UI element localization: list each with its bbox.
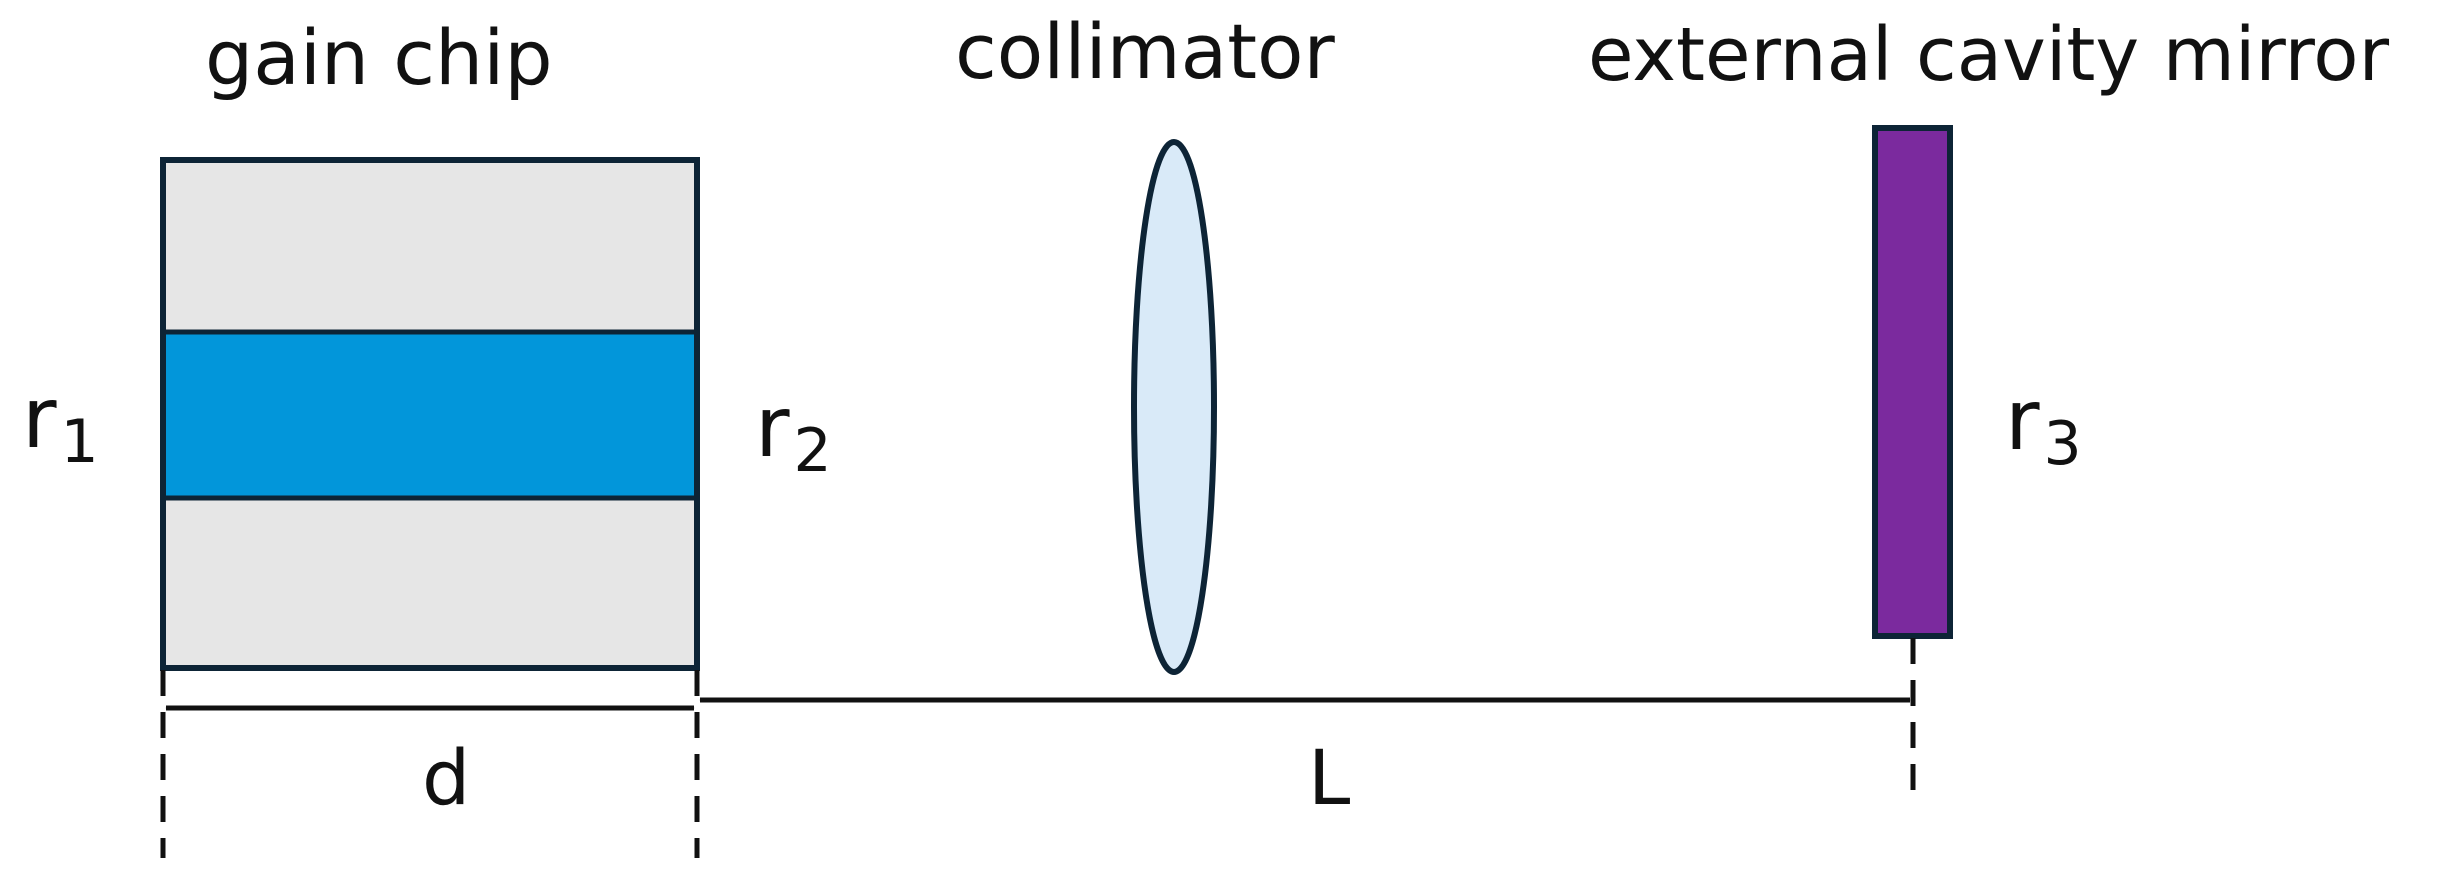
collimator-lens (1131, 139, 1217, 675)
cavity-length-label: L (1308, 733, 1351, 822)
gain-chip-lower-cladding (163, 498, 697, 668)
reflectivity-r1-base: r (22, 369, 57, 467)
gain-chip-outline (160, 157, 700, 671)
reflectivity-r2-base: r (755, 378, 790, 476)
gain-chip-upper-cladding (163, 160, 697, 332)
reflectivity-r1-subscript: 1 (60, 407, 99, 477)
collimator-label: collimator (955, 7, 1335, 96)
reflectivity-r2-label: r2 (755, 385, 832, 481)
chip-length-label: d (422, 733, 471, 822)
external-cavity-mirror (1872, 125, 1953, 639)
reflectivity-r3-label: r3 (2005, 378, 2082, 474)
reflectivity-r1-label: r1 (22, 376, 99, 472)
reflectivity-r2-subscript: 2 (793, 416, 832, 486)
mirror-label: external cavity mirror (1588, 12, 2389, 98)
gain-chip-waveguide (163, 332, 697, 498)
reflectivity-r3-subscript: 3 (2043, 409, 2082, 479)
gain-chip (160, 157, 700, 671)
gain-chip-label: gain chip (205, 13, 553, 102)
reflectivity-r3-base: r (2005, 371, 2040, 469)
